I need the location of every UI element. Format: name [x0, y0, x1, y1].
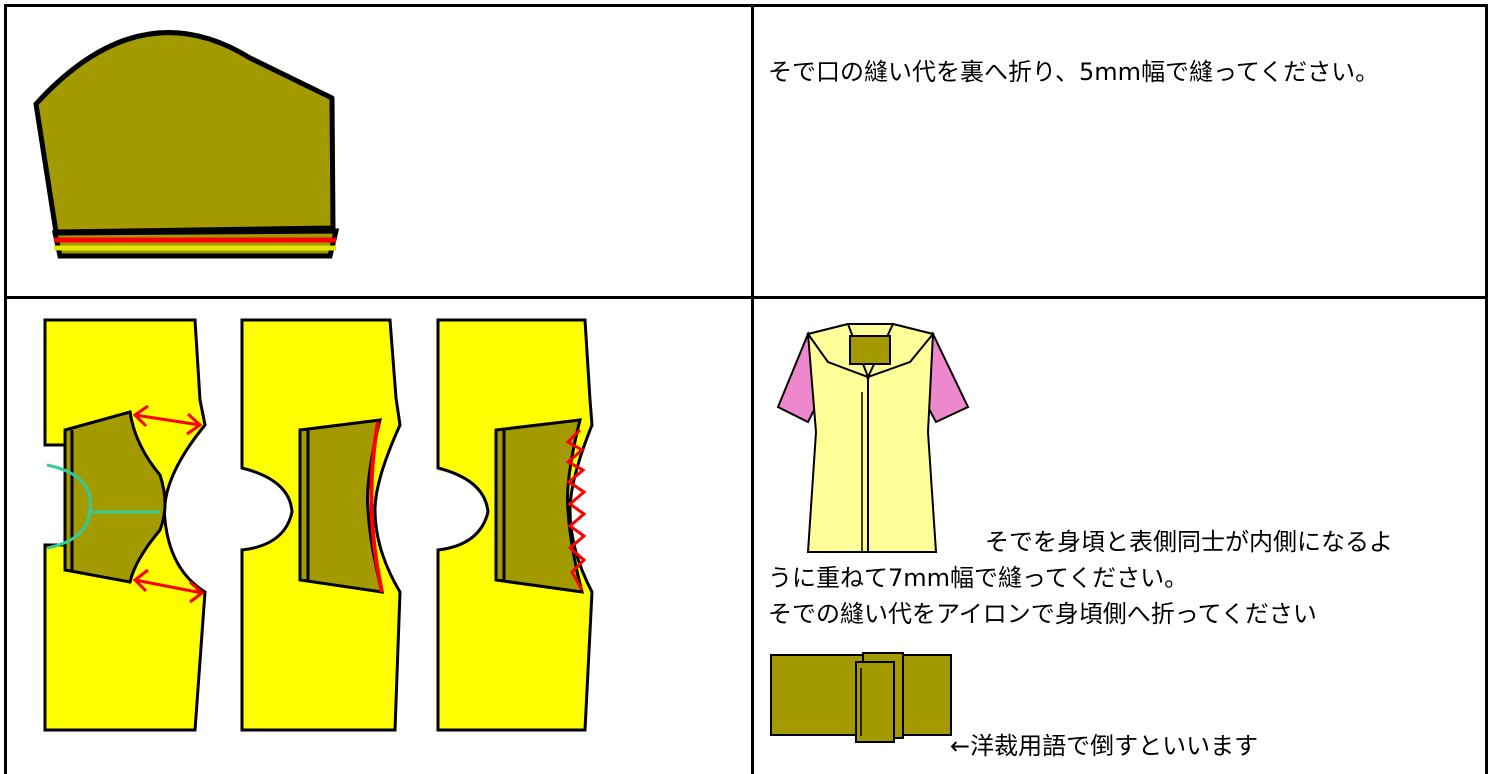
- panel2-stitch-curve: [369, 421, 384, 593]
- panel1-sleeve: [63, 410, 167, 584]
- table-row-divider: [4, 296, 1488, 299]
- panel1-guide-curve: [46, 463, 92, 550]
- panel3-sleeve: [494, 418, 585, 594]
- sleeve-hem-fold: [51, 228, 340, 259]
- sleeve-hem-instruction: そで口の縫い代を裏へ折り、5mm幅で縫ってください。: [768, 58, 1380, 86]
- pressed-fold-front: [855, 661, 895, 743]
- pressed-seam-note: ←洋裁用語で倒すといいます: [950, 732, 1259, 760]
- panel1-arrow-top: [132, 404, 203, 436]
- attach-instruction-line1: そでを身頃と表側同士が内側になるよ: [985, 528, 1393, 556]
- table-column-divider: [751, 4, 754, 774]
- blouse-illustration: [776, 322, 970, 553]
- table-left-border: [4, 4, 7, 774]
- sleeve-hem-illustration: [33, 30, 340, 259]
- table-top-border: [4, 4, 1488, 7]
- pressed-seam-illustration: [770, 652, 952, 743]
- sleeve-body: [33, 30, 336, 235]
- table-right-border: [1485, 4, 1488, 774]
- sleeve-attach-illustration: [43, 318, 594, 732]
- blouse-body: [806, 323, 938, 553]
- attach-instruction-line2: うに重ねて7mm幅で縫ってください。: [768, 564, 1189, 592]
- panel3-zigzag-stitch: [565, 428, 587, 591]
- attach-instruction-line3: そでの縫い代をアイロンで身頃側へ折ってください: [768, 600, 1317, 628]
- panel1-arrow-bottom: [132, 568, 205, 604]
